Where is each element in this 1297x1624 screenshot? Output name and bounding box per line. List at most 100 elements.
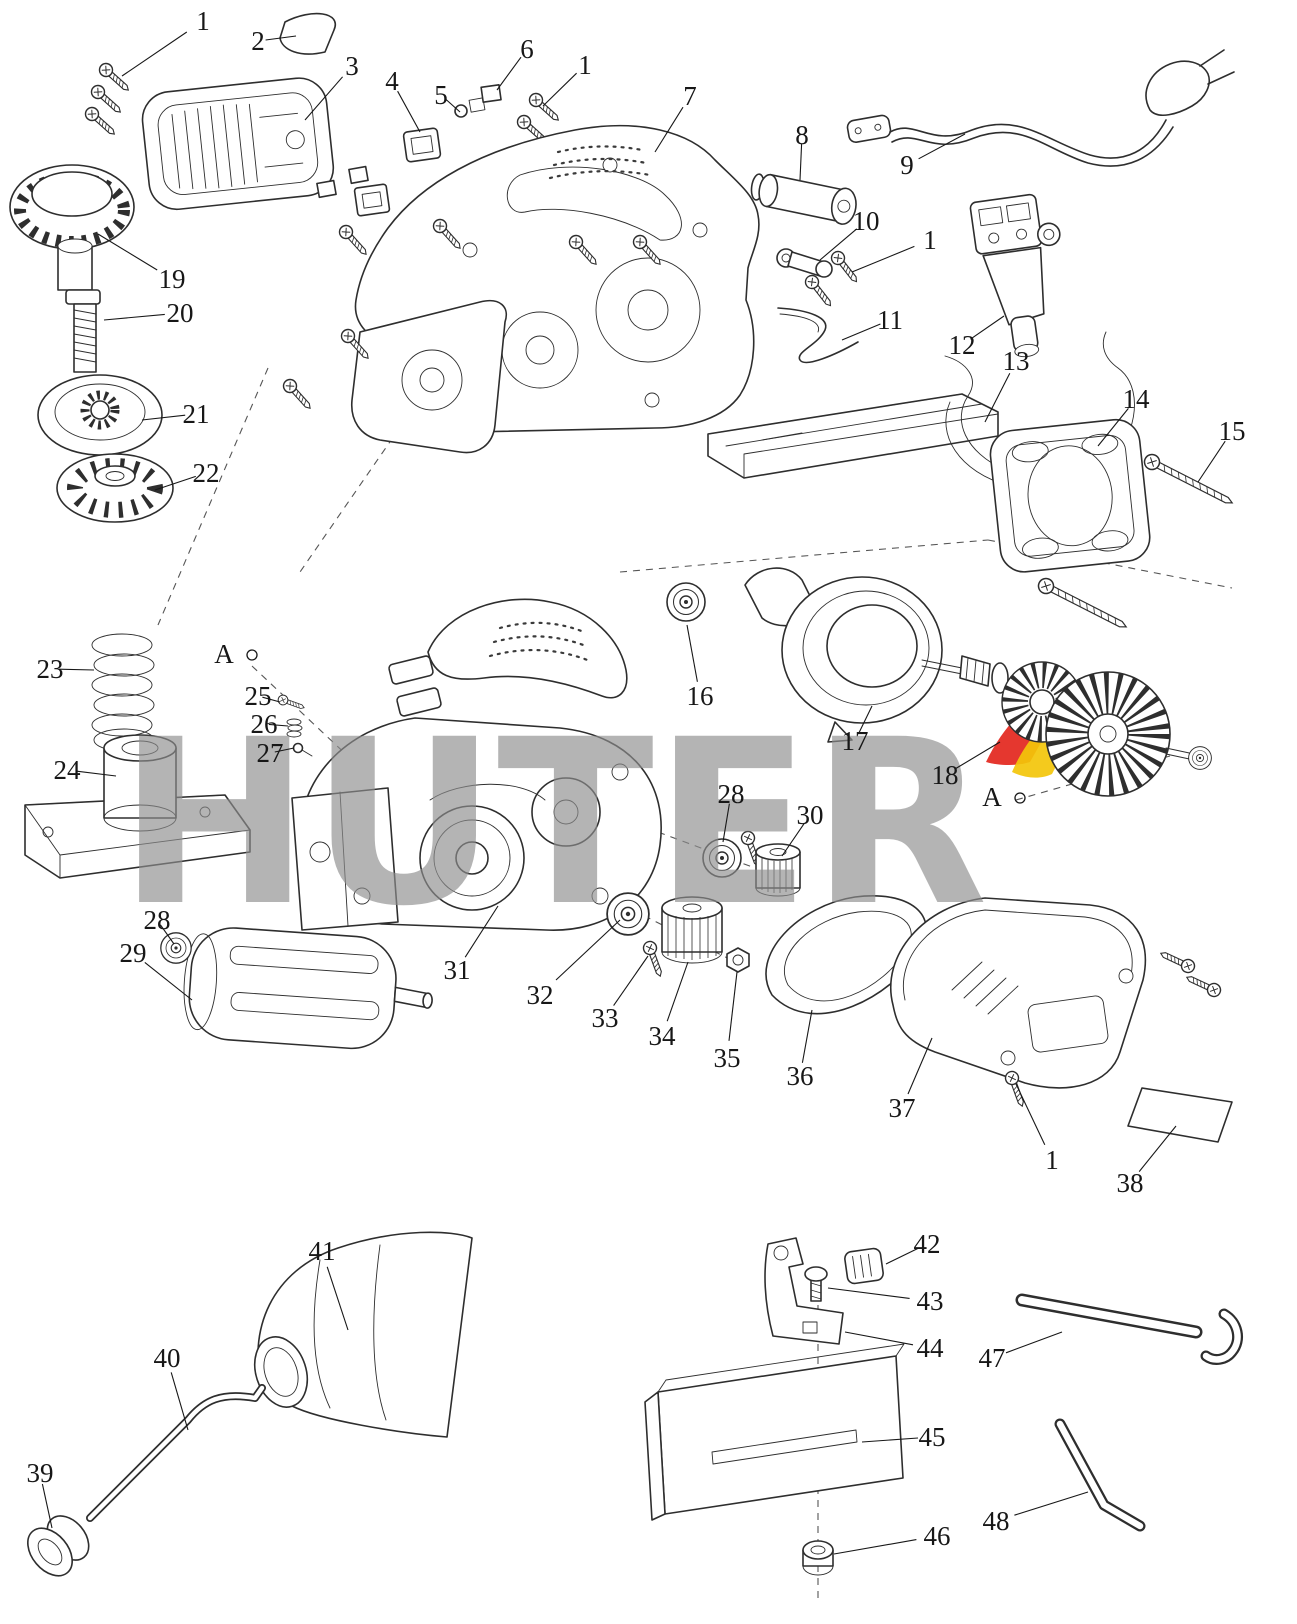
callout-leader-12 [970,315,1005,340]
callout-leader-5 [444,97,461,113]
part-12-switch [969,193,1061,358]
part-11-wire-clip [777,307,859,364]
part-41-dust-bag [253,1231,473,1438]
callout-leader-24 [76,770,117,777]
callout-label-28: 28 [718,779,745,809]
callout-leader-42 [885,1247,920,1265]
callout-label-20: 20 [167,298,194,328]
watermark-text: HUTER [118,690,988,956]
part-6-connector-blocks [316,84,502,217]
callout-leader-1 [851,245,915,273]
part-42-lock-knob [844,1247,884,1285]
callout-leader-17 [857,705,873,735]
callout-label-33: 33 [592,1003,619,1033]
part-1-screw [336,222,372,260]
callout-leader-25 [262,696,281,703]
callout-leader-23 [58,668,95,671]
callout-label-8: 8 [795,120,809,150]
callout-leader-40 [170,1372,189,1431]
callout-leader-11 [841,323,881,341]
callout-label-31: 31 [444,955,471,985]
callout-label-6: 6 [520,34,534,64]
part-24-column-with-plate [24,734,251,879]
callout-label-37: 37 [889,1093,916,1123]
part-39-handle-cap [27,1515,90,1577]
part-22-front-knob-base [56,453,174,523]
part-34-driven-pulley [661,896,723,964]
callout-leader-7 [654,106,684,153]
callout-leader-15 [1197,440,1226,483]
callout-leader-19 [97,233,158,271]
callout-label-40: 40 [154,1343,181,1373]
part-13-base-plate [707,393,999,479]
callout-label-18: 18 [932,760,959,790]
callout-label-22: 22 [193,458,220,488]
callout-label-13: 13 [1003,346,1030,376]
part-19-adjust-knob [9,164,135,291]
callout-leader-35 [728,971,738,1041]
callout-leader-9 [918,133,966,160]
part-20-threaded-shaft [65,289,101,373]
callout-leader-39 [41,1483,53,1529]
callout-leader-36 [801,1009,813,1063]
callout-leader-16 [686,624,698,682]
callout-leader-46 [833,1539,917,1555]
part-31-gear-housing [291,598,662,931]
part-26-small-spring [286,718,303,738]
callout-label-1: 1 [196,6,210,36]
part-7-main-housing [351,124,760,454]
callout-label-30: 30 [797,800,824,830]
part-43-screw [804,1266,828,1302]
callout-label-14: 14 [1123,384,1151,414]
callout-leader-26 [268,723,289,727]
callout-leader-13 [984,372,1011,423]
part-1-screw [1183,970,1224,1000]
callout-label-19: 19 [159,264,186,294]
callout-leader-10 [819,228,858,261]
part-38-name-plate [1127,1087,1233,1143]
callout-leader-2 [265,35,297,41]
callout-label-2: 2 [251,26,265,56]
part-30-drive-pulley [755,843,801,897]
callout-leader-32 [555,919,621,981]
callout-label-29: 29 [120,938,147,968]
part-44-bracket [764,1237,844,1345]
callout-label-1: 1 [1045,1145,1059,1175]
callout-label-1: 1 [578,50,592,80]
callout-leader-47 [1005,1331,1063,1354]
part-18-armature [921,655,1212,797]
callout-label-47: 47 [979,1343,1006,1373]
callout-leader-8 [799,143,803,181]
part-8-side-handle [750,173,857,225]
part-40-rod [86,1384,266,1522]
callout-label-32: 32 [527,980,554,1010]
callout-label-5: 5 [434,80,448,110]
callout-label-26: 26 [251,709,278,739]
part-46-nut [802,1540,834,1576]
callout-leader-27 [274,747,295,753]
callout-label-44: 44 [917,1333,945,1363]
part-9-power-cord [846,49,1235,167]
axis-marker-circle [1014,792,1026,804]
callout-label-43: 43 [917,1286,944,1316]
callout-leader-4 [397,90,421,133]
callout-leader-33 [613,955,649,1006]
part-1-screw [526,90,564,126]
callout-label-36: 36 [787,1061,814,1091]
callout-leader-34 [666,961,689,1022]
callout-leader-1 [542,72,577,107]
callout-label-3: 3 [345,51,359,81]
part-2-blade [279,12,337,55]
callout-label-27: 27 [257,738,284,768]
callout-leader-28 [722,803,730,843]
part-1-screw [1157,946,1198,976]
callout-label-9: 9 [900,150,914,180]
callout-label-11: 11 [877,305,903,335]
callout-label-28: 28 [144,905,171,935]
callout-leader-3 [304,76,344,121]
callout-leader-20 [103,313,165,321]
callout-label-12: 12 [949,330,976,360]
callout-label-45: 45 [919,1422,946,1452]
part-1-screw [802,272,837,311]
